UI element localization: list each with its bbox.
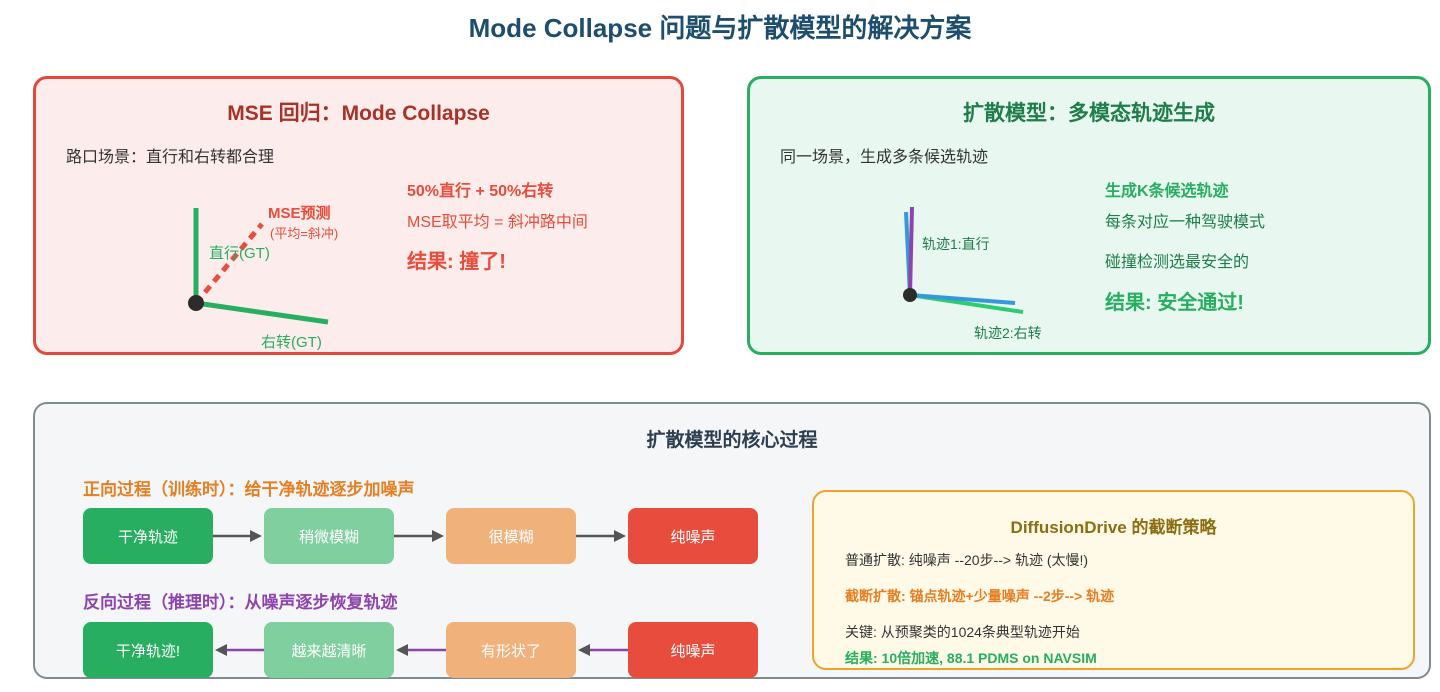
diffusion-scene-text: 同一场景，生成多条候选轨迹	[780, 149, 989, 166]
diffusion-line-1: 生成K条候选轨迹	[1105, 183, 1229, 200]
process-panel-title: 扩散模型的核心过程	[646, 430, 818, 451]
reverse-step-shape: 有形状了	[446, 622, 576, 678]
strategy-title: DiffusionDrive 的截断策略	[1010, 518, 1217, 537]
forward-step-clean: 干净轨迹	[83, 508, 213, 564]
diffusion-line-3: 碰撞检测选最安全的	[1105, 254, 1250, 271]
diffusion-result: 结果: 安全通过!	[1105, 292, 1244, 314]
mse-panel	[33, 76, 684, 355]
mse-line-1: 50%直行 + 50%右转	[407, 183, 554, 200]
trajectory-blue-line	[909, 293, 1016, 305]
mse-prediction-line	[194, 222, 264, 305]
mse-pred-sublabel: (平均=斜冲)	[270, 226, 339, 241]
mse-origin-dot	[188, 295, 204, 311]
mse-result: 结果: 撞了!	[407, 251, 506, 273]
mse-panel-title: MSE 回归：Mode Collapse	[227, 102, 490, 125]
diffusion-origin-dot	[903, 288, 917, 302]
mse-line-2: MSE取平均 = 斜冲路中间	[407, 214, 588, 231]
forward-arrow-1-head	[250, 530, 262, 542]
reverse-step-clear: 越来越清晰	[264, 622, 394, 678]
trajectory-purple-line	[908, 206, 914, 296]
traj2-label: 轨迹2:右转	[974, 325, 1042, 341]
page-title: Mode Collapse 问题与扩散模型的解决方案	[468, 13, 972, 43]
strategy-panel	[812, 490, 1415, 670]
reverse-title: 反向过程（推理时）：从噪声逐步恢复轨迹	[83, 593, 398, 612]
forward-arrow-3-head	[614, 530, 626, 542]
reverse-step-noise: 纯噪声	[628, 622, 758, 678]
strategy-line-1: 普通扩散: 纯噪声 --20步--> 轨迹 (太慢!)	[845, 552, 1089, 568]
forward-step-slight: 稍微模糊	[264, 508, 394, 564]
strategy-line-2: 截断扩散: 锚点轨迹+少量噪声 --2步--> 轨迹	[845, 588, 1115, 604]
diffusion-panel	[747, 76, 1431, 355]
right-gt-label: 右转(GT)	[261, 334, 322, 351]
forward-title: 正向过程（训练时）：给干净轨迹逐步加噪声	[83, 480, 415, 499]
forward-step-noise: 纯噪声	[628, 508, 758, 564]
reverse-arrow-1-head	[215, 644, 227, 656]
straight-gt-label: 直行(GT)	[209, 245, 270, 262]
reverse-arrow-3-head	[578, 644, 590, 656]
mse-scene-text: 路口场景：直行和右转都合理	[66, 149, 275, 166]
right-gt-line	[195, 300, 329, 325]
strategy-line-4: 结果: 10倍加速, 88.1 PDMS on NAVSIM	[845, 650, 1097, 666]
forward-step-blur: 很模糊	[446, 508, 576, 564]
forward-arrow-2-head	[432, 530, 444, 542]
reverse-arrow-2-head	[396, 644, 408, 656]
diffusion-line-2: 每条对应一种驾驶模式	[1105, 214, 1266, 231]
traj1-label: 轨迹1:直行	[922, 236, 990, 252]
diffusion-panel-title: 扩散模型：多模态轨迹生成	[963, 102, 1215, 125]
mse-pred-label: MSE预测	[268, 205, 331, 222]
reverse-step-clean: 干净轨迹!	[83, 622, 213, 678]
strategy-line-3: 关键: 从预聚类的1024条典型轨迹开始	[845, 624, 1080, 640]
